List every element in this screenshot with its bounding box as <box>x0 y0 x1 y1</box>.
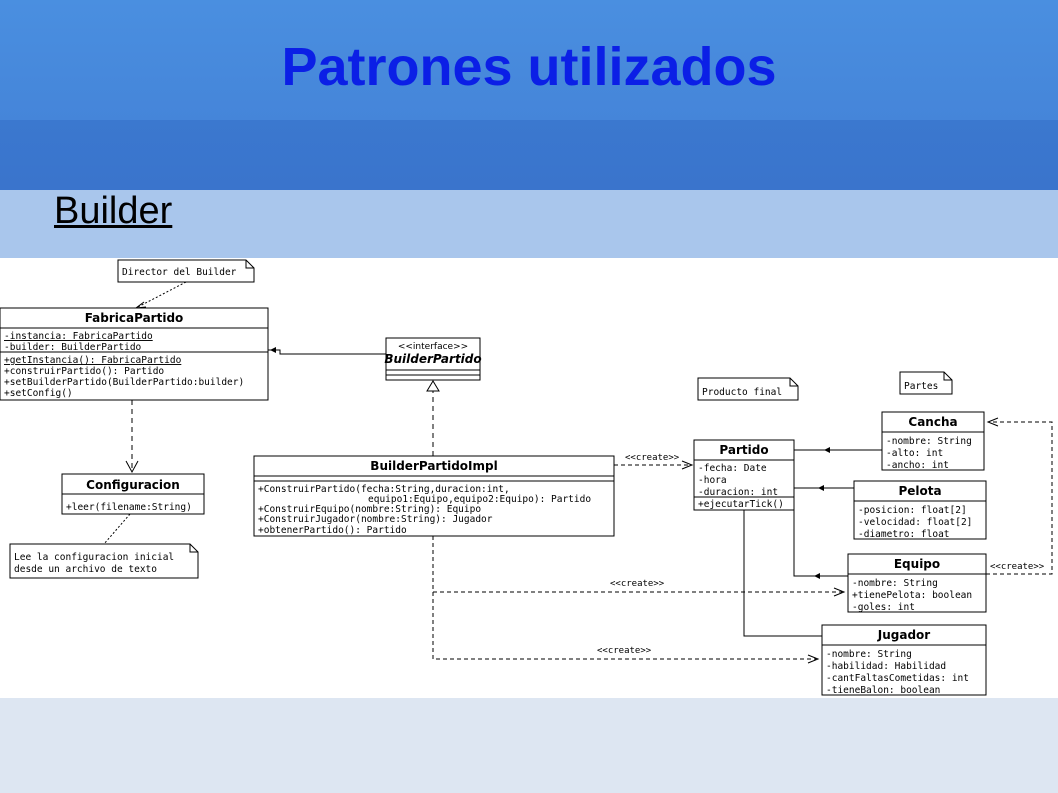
class-name: BuilderPartidoImpl <box>370 459 497 473</box>
header-band-lower <box>0 120 1058 190</box>
assoc-partido-jugador <box>743 510 822 637</box>
class-jugador: Jugador -nombre: String -habilidad: Habi… <box>821 624 987 696</box>
class-name: Jugador <box>877 628 931 642</box>
class-name: Pelota <box>898 484 941 498</box>
class-attribute: -ancho: int <box>886 460 949 471</box>
dependency-fabrica-config-arrowhead <box>125 460 139 474</box>
class-method: +ConstruirEquipo(nombre:String): Equipo <box>258 504 481 515</box>
note-config: Lee la configuracion inicial desde un ar… <box>9 543 199 579</box>
class-attribute: -hora <box>698 475 727 486</box>
class-method: +construirPartido(): Partido <box>4 366 164 377</box>
note-director-arrowhead <box>134 301 147 309</box>
class-attribute: -habilidad: Habilidad <box>826 661 946 672</box>
create-impl-jugador <box>432 592 816 660</box>
class-fabrica-partido: FabricaPartido -instancia: FabricaPartid… <box>0 307 269 401</box>
class-method: equipo1:Equipo,equipo2:Equipo): Partido <box>368 494 591 505</box>
class-equipo: Equipo -nombre: String +tienePelota: boo… <box>847 553 987 613</box>
class-attribute: -velocidad: float[2] <box>858 517 972 528</box>
class-attribute: -fecha: Date <box>698 463 767 474</box>
class-name: Configuracion <box>86 478 180 492</box>
class-attribute: -builder: BuilderPartido <box>4 342 142 353</box>
class-name: FabricaPartido <box>85 311 184 325</box>
class-attribute: -diametro: float <box>858 529 950 540</box>
create-equipo-cancha-arrowhead <box>986 417 999 427</box>
footer-band <box>0 698 1058 793</box>
note-config-link <box>103 513 131 545</box>
class-method: +obtenerPartido(): Partido <box>258 525 407 536</box>
class-method: +leer(filename:String) <box>66 502 192 513</box>
create-impl-equipo-label: <<create>> <box>610 579 665 589</box>
create-equipo-cancha-label: <<create>> <box>990 562 1045 572</box>
class-attribute: -posicion: float[2] <box>858 505 967 516</box>
class-name: Equipo <box>894 557 940 571</box>
uml-diagram: Director del Builder FabricaPartido -ins… <box>0 258 1058 698</box>
note-partes-text: Partes <box>904 381 938 392</box>
note-director-text: Director del Builder <box>122 267 237 278</box>
interface-builder-partido: <<interface>> BuilderPartido <box>384 337 482 381</box>
slide-subtitle: Builder <box>54 190 173 232</box>
note-partes: Partes <box>899 371 953 395</box>
create-impl-partido-arrowhead <box>681 460 694 470</box>
create-impl-partido-label: <<create>> <box>625 453 680 463</box>
interface-stereotype: <<interface>> <box>398 342 468 352</box>
class-pelota: Pelota -posicion: float[2] -velocidad: f… <box>853 480 987 540</box>
class-method: +setConfig() <box>4 388 73 399</box>
header-band <box>0 0 1058 120</box>
class-name: Cancha <box>908 415 957 429</box>
create-impl-jugador-label: <<create>> <box>597 646 652 656</box>
class-method: +ejecutarTick() <box>698 499 784 510</box>
note-producto: Producto final <box>697 377 799 401</box>
class-cancha: Cancha -nombre: String -alto: int -ancho… <box>881 411 985 471</box>
interface-name: BuilderPartido <box>384 352 481 366</box>
uml-diagram-canvas: Director del Builder FabricaPartido -ins… <box>0 259 1053 696</box>
create-equipo-cancha <box>986 421 1053 575</box>
assoc-partido-cancha-arrowhead <box>824 447 830 453</box>
note-producto-text: Producto final <box>702 387 782 398</box>
class-method: +ConstruirJugador(nombre:String): Jugado… <box>258 514 493 525</box>
class-attribute: -duracion: int <box>698 487 778 498</box>
class-attribute: -instancia: FabricaPartido <box>4 331 153 342</box>
create-impl-jugador-arrowhead <box>807 654 820 664</box>
assoc-partido-equipo <box>793 510 848 577</box>
note-director-link <box>135 281 187 309</box>
slide-title: Patrones utilizados <box>281 37 777 97</box>
assoc-fabrica-builder-arrowhead <box>270 347 276 353</box>
assoc-partido-equipo-arrowhead <box>814 573 820 579</box>
class-partido: Partido -fecha: Date -hora -duracion: in… <box>693 439 795 511</box>
note-config-line: Lee la configuracion inicial <box>14 552 174 563</box>
realization-arrowhead <box>426 380 440 392</box>
create-impl-equipo-arrowhead <box>833 587 846 597</box>
class-attribute: -alto: int <box>886 448 943 459</box>
class-configuracion: Configuracion +leer(filename:String) <box>61 473 205 515</box>
note-config-line: desde un archivo de texto <box>14 564 157 575</box>
class-builder-partido-impl: BuilderPartidoImpl +ConstruirPartido(fec… <box>253 455 615 537</box>
class-method: +getInstancia(): FabricaPartido <box>4 355 182 366</box>
class-attribute: -nombre: String <box>886 436 972 447</box>
note-director: Director del Builder <box>117 259 255 283</box>
class-attribute: -nombre: String <box>826 649 912 660</box>
class-name: Partido <box>719 443 768 457</box>
class-method: +ConstruirPartido(fecha:String,duracion:… <box>258 484 510 495</box>
subtitle-band <box>0 190 1058 258</box>
class-attribute: -tieneBalon: boolean <box>826 685 940 696</box>
class-attribute: +tienePelota: boolean <box>852 590 972 601</box>
class-attribute: -cantFaltasCometidas: int <box>826 673 969 684</box>
class-method: +setBuilderPartido(BuilderPartido:builde… <box>4 377 244 388</box>
assoc-fabrica-builder <box>268 349 386 355</box>
class-attribute: -goles: int <box>852 602 915 613</box>
assoc-partido-pelota-arrowhead <box>818 485 824 491</box>
class-attribute: -nombre: String <box>852 578 938 589</box>
